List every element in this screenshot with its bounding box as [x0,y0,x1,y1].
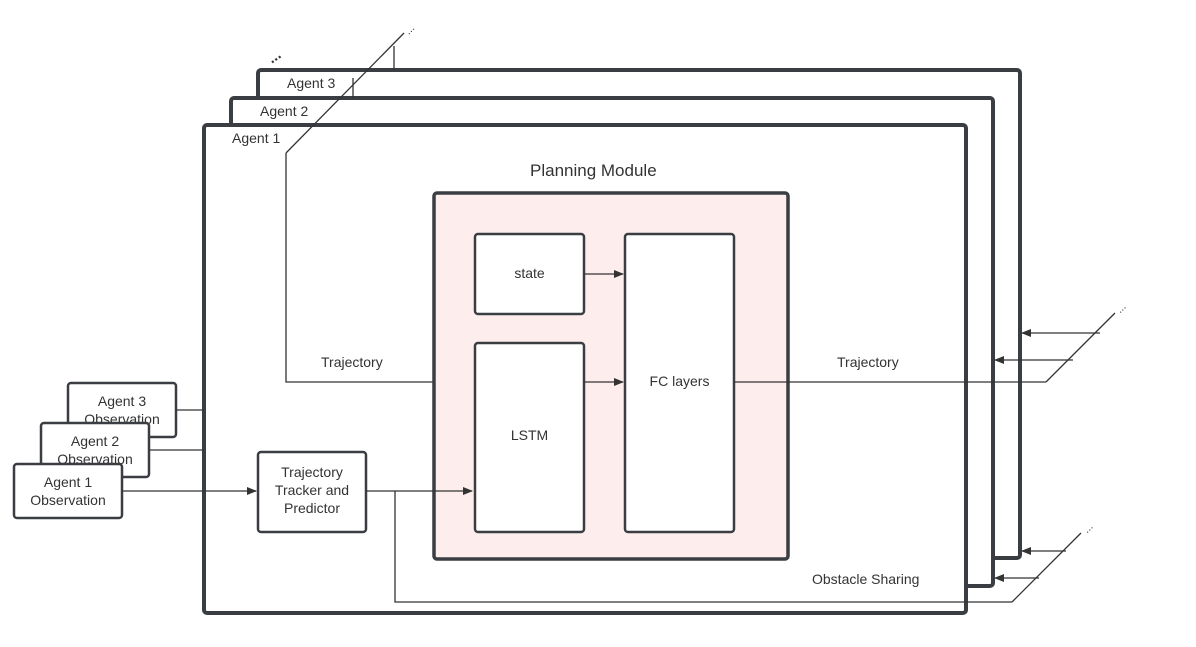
state-label: state [514,265,545,281]
frames-stack-ellipsis: ... [264,46,284,67]
ellipsis-right-top: ... [1114,301,1129,316]
planning-module-title: Planning Module [530,161,657,180]
obstacle-sharing-wire [394,491,1012,603]
fc-layers-label: FC layers [650,373,710,389]
trajectory-out-diagonal [1045,312,1116,383]
agent-3-frame-label: Agent 3 [287,75,335,91]
agent-1-observation-line2: Observation [30,492,105,508]
obstacle-sharing-diagonal [1011,532,1082,603]
lstm-label: LSTM [511,427,548,443]
agent-2-observation-line1: Agent 2 [71,433,119,449]
trajectory-in-label: Trajectory [321,354,383,370]
tracker-label-line1: Trajectory [281,464,343,480]
agent-3-observation-line1: Agent 3 [98,393,146,409]
agent-1-observation-box [12,462,124,520]
trajectory-tracker-box [256,450,368,534]
tracker-label-line3: Predictor [284,500,340,516]
agent-2-frame-label: Agent 2 [260,103,308,119]
ellipsis-right-bottom: ... [1081,521,1096,536]
agent-1-observation-line1: Agent 1 [44,474,92,490]
fc-layers-box [623,232,736,534]
trajectory-in-wire [285,153,473,386]
agent-1-frame-label: Agent 1 [232,130,280,146]
trajectory-share-diagonal [285,32,405,154]
tracker-label-line2: Tracker and [275,482,349,498]
obstacle-sharing-label: Obstacle Sharing [812,571,919,587]
trajectory-out-label: Trajectory [837,354,899,370]
ellipsis-top: ... [402,22,417,37]
lstm-box [473,341,586,534]
